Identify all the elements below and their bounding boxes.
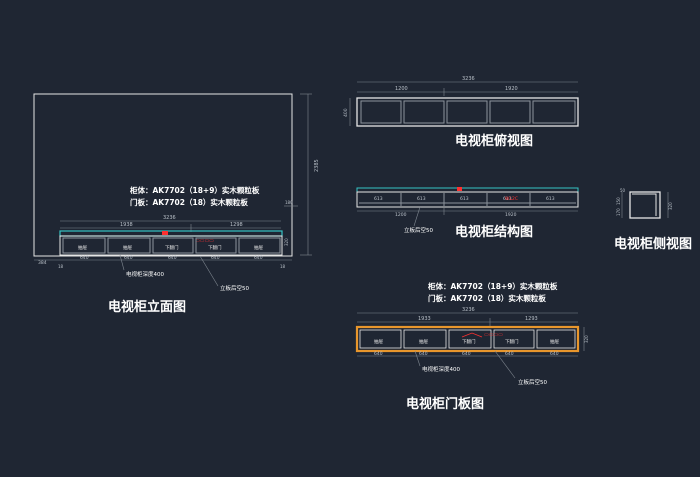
door-bottom-cell-dim: 640 <box>550 351 559 357</box>
door-material-body: 柜体：AK7702（18+9）实木颗粒板 <box>427 281 558 291</box>
elevation-cell-label: 下翻门 <box>165 244 179 251</box>
door-bottom-cell-dim: 640 <box>462 351 471 357</box>
elevation-callout-recess: 立板后空50 <box>220 284 249 292</box>
elevation-red-marker <box>162 231 168 235</box>
door-view: 柜体：AK7702（18+9）实木颗粒板 门板：AK7702（18）实木颗粒板 … <box>355 281 589 412</box>
side-view-left-dim: 170 <box>616 208 621 216</box>
structure-red-tag: WL2C <box>505 196 518 202</box>
door-cell-label: 下翻门 <box>462 338 476 345</box>
structure-view: 613 613 613 613 613 WL2C 1200 1920 立板后空5… <box>356 187 579 240</box>
elevation-cabinet-top <box>59 230 283 237</box>
side-view-right-dim: 320 <box>668 202 673 210</box>
elevation-side-bottom-dim: 320 <box>284 238 289 246</box>
door-material-door: 门板：AK7702（18）实木颗粒板 <box>428 293 546 303</box>
structure-title: 电视柜结构图 <box>455 224 533 240</box>
structure-cell-dim: 613 <box>460 196 469 202</box>
elevation-cell-label: 抽屉 <box>123 244 132 251</box>
elevation-red-tag: ▭▭▭▭ <box>195 238 214 244</box>
structure-cell-dim: 613 <box>374 196 383 202</box>
elevation-cell-label: 抽屉 <box>78 244 87 251</box>
structure-bottom-right-dim: 1920 <box>505 212 517 218</box>
top-view-outline <box>356 97 579 127</box>
door-left-dim: 1933 <box>418 316 431 322</box>
side-view: 50 150 170 320 电视柜侧视图 <box>614 188 692 252</box>
door-bottom-cell-dim: 640 <box>505 351 514 357</box>
elevation-view: 2385 180 320 柜体：AK7702（18+9）实木颗粒板 门板：AK7… <box>33 93 320 315</box>
structure-cell-dim: 613 <box>503 196 512 202</box>
elevation-cells: 抽屉 抽屉 下翻门 下翻门 抽屉 <box>62 237 281 254</box>
elevation-cabinet-body <box>59 235 283 256</box>
elevation-bottom-end-dim: 18 <box>280 264 286 269</box>
elevation-cell-label: 抽屉 <box>254 244 263 251</box>
elevation-bottom-left-dim: 384 <box>38 260 47 266</box>
elevation-total-dim: 3236 <box>163 215 176 221</box>
door-cell-label: 下翻门 <box>505 338 519 345</box>
top-view-total-dim: 3236 <box>462 76 475 82</box>
structure-bottom-left-dim: 1200 <box>395 212 407 218</box>
door-callout-recess: 立板后空50 <box>518 378 547 386</box>
elevation-cell-label: 下翻门 <box>208 244 222 251</box>
elevation-material-body: 柜体：AK7702（18+9）实木颗粒板 <box>129 185 260 195</box>
top-view-side-dim: 400 <box>343 108 349 117</box>
door-callout-depth: 电视柜深度400 <box>422 365 460 373</box>
door-side-dim: 320 <box>584 335 589 343</box>
structure-cell-dim: 613 <box>417 196 426 202</box>
elevation-bottom-cell-dim: 640 <box>80 255 89 261</box>
structure-callout-recess: 立板后空50 <box>404 226 433 234</box>
door-cell-label: 抽屉 <box>374 338 383 345</box>
elevation-left-dim: 1938 <box>120 222 133 228</box>
elevation-title: 电视柜立面图 <box>108 299 186 315</box>
top-view-left-dim: 1200 <box>395 86 408 92</box>
elevation-bottom-cell-dim: 640 <box>211 255 220 261</box>
side-view-left-dim: 150 <box>616 197 621 205</box>
door-red-tag: ▭▭▭▭ <box>484 332 503 338</box>
door-bottom-cell-dim: 640 <box>374 351 383 357</box>
elevation-height-dim: 2385 <box>314 159 320 172</box>
door-cell-label: 抽屉 <box>419 338 428 345</box>
side-view-outline <box>629 191 661 219</box>
elevation-bottom-cell-dim: 640 <box>124 255 133 261</box>
elevation-bottom-cell-dim: 640 <box>254 255 263 261</box>
structure-top-board <box>356 187 579 193</box>
elevation-right-dim: 1298 <box>230 222 243 228</box>
structure-cell-dim: 613 <box>546 196 555 202</box>
door-bottom-cell-dim: 640 <box>419 351 428 357</box>
elevation-callout-depth: 电视柜深度400 <box>126 270 164 278</box>
door-cell-label: 抽屉 <box>550 338 559 345</box>
top-view: 3236 1200 1920 400 电视柜俯视图 <box>343 76 579 149</box>
structure-body <box>356 191 579 208</box>
door-total-dim: 3236 <box>462 307 475 313</box>
wall-outline <box>33 93 293 257</box>
top-view-title: 电视柜俯视图 <box>455 133 533 149</box>
door-view-title: 电视柜门板图 <box>406 396 484 412</box>
door-right-dim: 1293 <box>525 316 538 322</box>
elevation-material-door: 门板：AK7702（18）实木颗粒板 <box>130 197 248 207</box>
top-view-right-dim: 1920 <box>505 86 518 92</box>
elevation-bottom-end-dim: 18 <box>58 264 64 269</box>
side-view-top-dim: 50 <box>620 188 626 193</box>
door-cabinet-outline <box>355 325 580 353</box>
side-view-title: 电视柜侧视图 <box>614 236 692 252</box>
elevation-side-top-dim: 180 <box>285 200 293 205</box>
elevation-bottom-cell-dim: 640 <box>168 255 177 261</box>
structure-red-marker <box>457 187 462 191</box>
